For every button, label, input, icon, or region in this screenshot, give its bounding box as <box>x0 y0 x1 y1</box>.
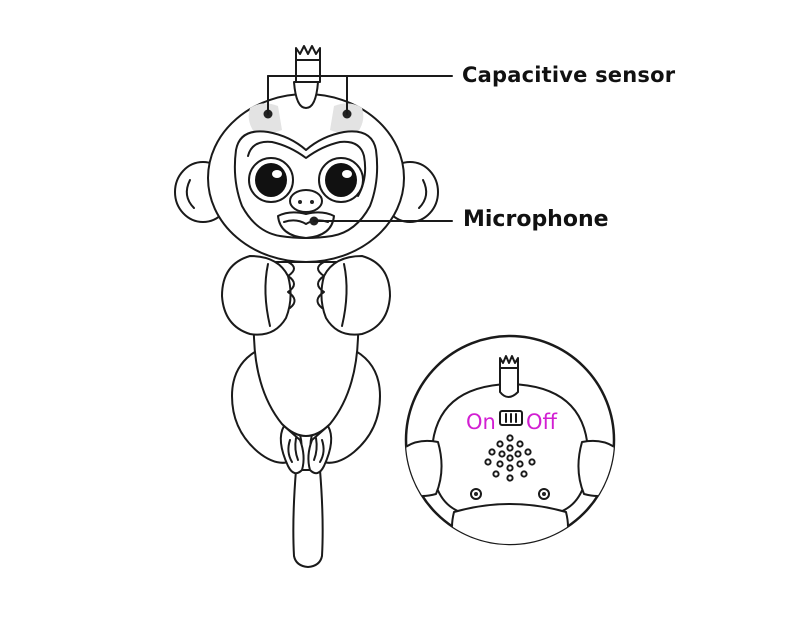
right-arm <box>321 256 390 335</box>
left-eye <box>249 158 293 202</box>
switch-off-label: Off <box>526 410 557 434</box>
capacitive-sensor-label: Capacitive sensor <box>462 63 675 87</box>
tail <box>293 470 322 567</box>
power-switch-icon <box>500 411 522 425</box>
right-eye <box>319 158 363 202</box>
monkey-back-detail-circle <box>404 336 616 550</box>
monkey-front-illustration <box>175 46 452 567</box>
switch-on-label: On <box>466 410 496 434</box>
left-arm <box>222 256 291 335</box>
left-sensor-pad <box>249 103 282 133</box>
back-mohawk <box>500 356 518 397</box>
microphone-label: Microphone <box>463 207 609 232</box>
